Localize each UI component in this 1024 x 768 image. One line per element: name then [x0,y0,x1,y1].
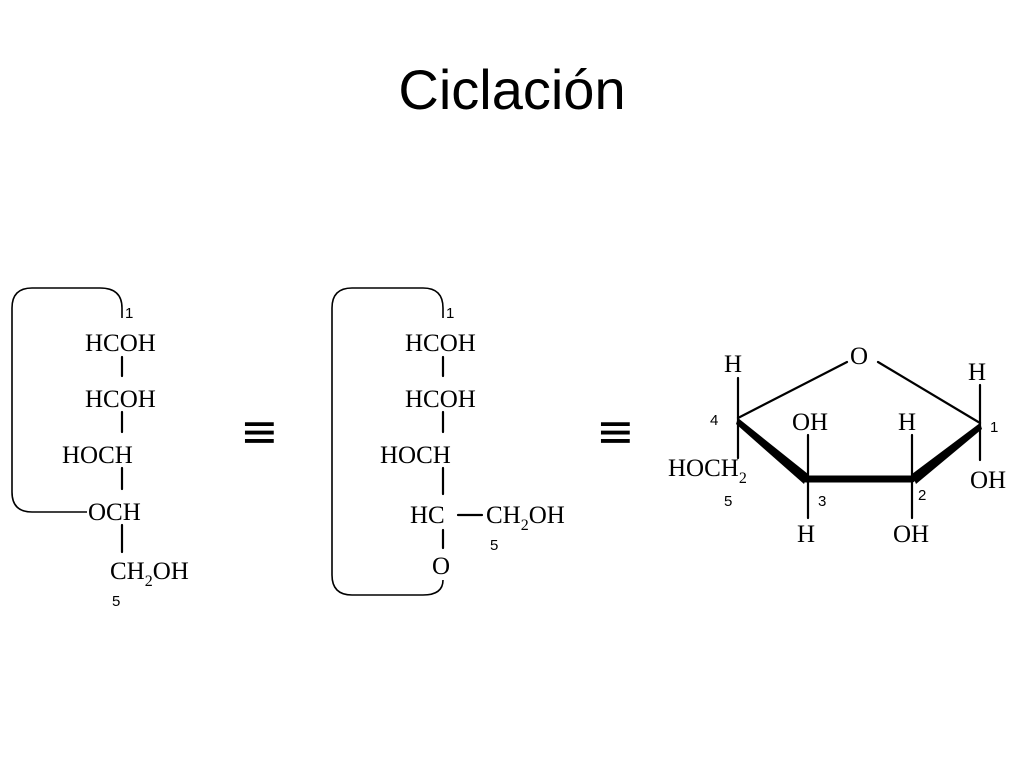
fischer-open-c1: HCOH [85,330,156,357]
fischer-closed-c5: CH2OH [486,502,565,534]
fischer-closed-c1: HCOH [405,330,476,357]
haworth-projection: O H 4 HOCH2 5 OH 3 H H 2 OH H 1 OH [668,343,1006,548]
carbon-number-5: 5 [112,593,120,610]
carbon-number-2: 2 [918,487,926,504]
haworth-c4-substituent: HOCH2 [668,455,747,487]
carbon-number-4: 4 [710,412,718,429]
haworth-c4-top: H [724,351,742,378]
fischer-closed-ring: 1 HCOH HCOH HOCH HC CH2OH 5 O [331,287,565,596]
fischer-closed-c3: HOCH [380,442,451,469]
haworth-c2-bottom: OH [893,521,929,548]
ring-closure-bracket-left [11,287,123,513]
carbon-number-1-haworth: 1 [990,419,998,436]
carbon-number-5-haworth: 5 [724,493,732,510]
slide-title: Ciclación [398,58,626,121]
fischer-open-c2: HCOH [85,386,156,413]
fischer-closed-ring-oxygen: O [432,553,450,580]
fischer-open-c5: CH2OH [110,558,189,590]
haworth-c3-bottom: H [797,521,815,548]
carbon-number-1: 1 [125,305,133,322]
equivalence-symbol-2: ≡ [596,404,635,458]
haworth-c1-bottom: OH [970,467,1006,494]
fischer-open-c4: OCH [88,499,141,526]
wedge-c2-c1 [912,423,982,484]
carbon-number-3: 3 [818,493,826,510]
fischer-closed-c4: HC [410,502,445,529]
carbon-number-5-closed: 5 [490,537,498,554]
haworth-c3-top: OH [792,409,828,436]
haworth-c1-top: H [968,359,986,386]
wedge-c4-c3 [736,418,808,484]
carbon-number-1-closed: 1 [446,305,454,322]
haworth-ring-oxygen: O [850,343,868,370]
fischer-open-c3: HOCH [62,442,133,469]
bond-c4-ring-o [736,360,849,420]
equivalence-symbol-1: ≡ [240,404,279,458]
ring-closure-bracket-right [331,287,444,596]
bond-ring-o-c1 [876,360,982,425]
fischer-open-chain: 1 HCOH HCOH HOCH OCH CH2OH 5 [11,287,189,610]
fischer-closed-c2: HCOH [405,386,476,413]
haworth-c2-top: H [898,409,916,436]
